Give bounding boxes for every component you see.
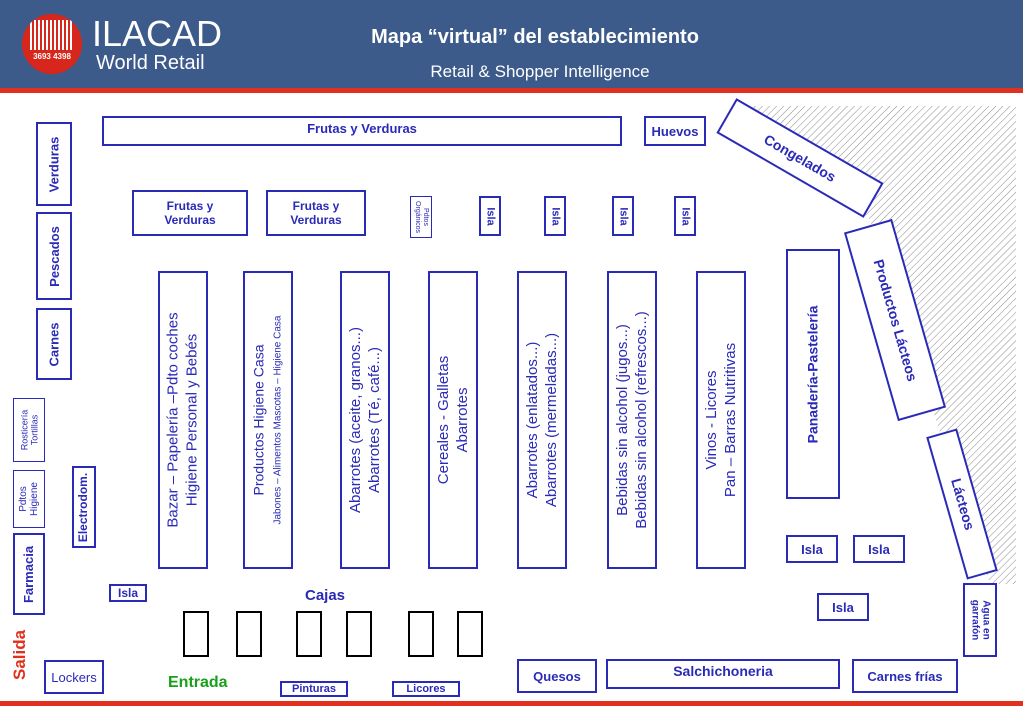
aisle-3: Abarrotes (aceite, granos...)Abarrotes (…: [340, 271, 390, 569]
barcode-icon: [30, 20, 74, 50]
logo-number: 3693 4398: [33, 52, 71, 61]
quesos: Quesos: [517, 659, 597, 693]
carnes-frias: Carnes frías: [852, 659, 958, 693]
checkout-register: [183, 611, 209, 657]
hatched-area: [750, 106, 1016, 584]
brand-subtitle: World Retail: [96, 52, 205, 74]
frutas-verduras-isla-1: Frutas y Verduras: [132, 190, 248, 236]
isla-7: Isla: [817, 593, 869, 621]
huevos: Huevos: [644, 116, 706, 146]
checkout-register: [457, 611, 483, 657]
rosticeria-tortillas: Rosticería Tortillas: [13, 398, 45, 462]
verduras: Verduras: [36, 122, 72, 206]
checkout-register: [408, 611, 434, 657]
pdtos-organicos: Pdtos Orgánicos: [410, 196, 432, 238]
isla-entrada: Isla: [109, 584, 147, 602]
pdtos-higiene: Pdtos Higiene: [13, 470, 45, 528]
panaderia-pasteleria: Panadería-Pastelería: [786, 249, 840, 499]
pescados: Pescados: [36, 212, 72, 300]
salida-label: Salida: [10, 629, 29, 680]
entrada-label: Entrada: [168, 674, 228, 691]
checkout-register: [296, 611, 322, 657]
aisle-6: Bebidas sin alcohol (jugos...)Bebidas si…: [607, 271, 657, 569]
agua-garrafon: Agua en garrafón: [963, 583, 997, 657]
page-subtitle: Retail & Shopper Intelligence: [430, 62, 650, 81]
carnes: Carnes: [36, 308, 72, 380]
isla-1: Isla: [479, 196, 501, 236]
pinturas: Pinturas: [280, 681, 348, 697]
licores: Licores: [392, 681, 460, 697]
isla-4: Isla: [674, 196, 696, 236]
top-accent-line: [0, 88, 1023, 93]
salchichoneria: Salchichoneria: [606, 659, 840, 689]
cajas-label: Cajas: [305, 587, 346, 604]
isla-2: Isla: [544, 196, 566, 236]
isla-5: Isla: [786, 535, 838, 563]
farmacia: Farmacia: [13, 533, 45, 615]
electrodomesticos: Electrodom.: [72, 466, 96, 548]
header-banner: 3693 4398 ILACAD World Retail Mapa “virt…: [0, 0, 1023, 88]
lockers: Lockers: [44, 660, 104, 694]
checkout-register: [236, 611, 262, 657]
frutas-verduras-isla-2: Frutas y Verduras: [266, 190, 366, 236]
isla-6: Isla: [853, 535, 905, 563]
aisle-5: Abarrotes (enlatados...)Abarrotes (merme…: [517, 271, 567, 569]
ilacad-logo: 3693 4398: [22, 14, 82, 74]
page-title: Mapa “virtual” del establecimiento: [371, 26, 699, 48]
isla-3: Isla: [612, 196, 634, 236]
brand-name: ILACAD: [92, 13, 223, 54]
checkout-register: [346, 611, 372, 657]
frutas-verduras-top: Frutas y Verduras: [102, 116, 622, 146]
bottom-accent-line: [0, 701, 1023, 706]
